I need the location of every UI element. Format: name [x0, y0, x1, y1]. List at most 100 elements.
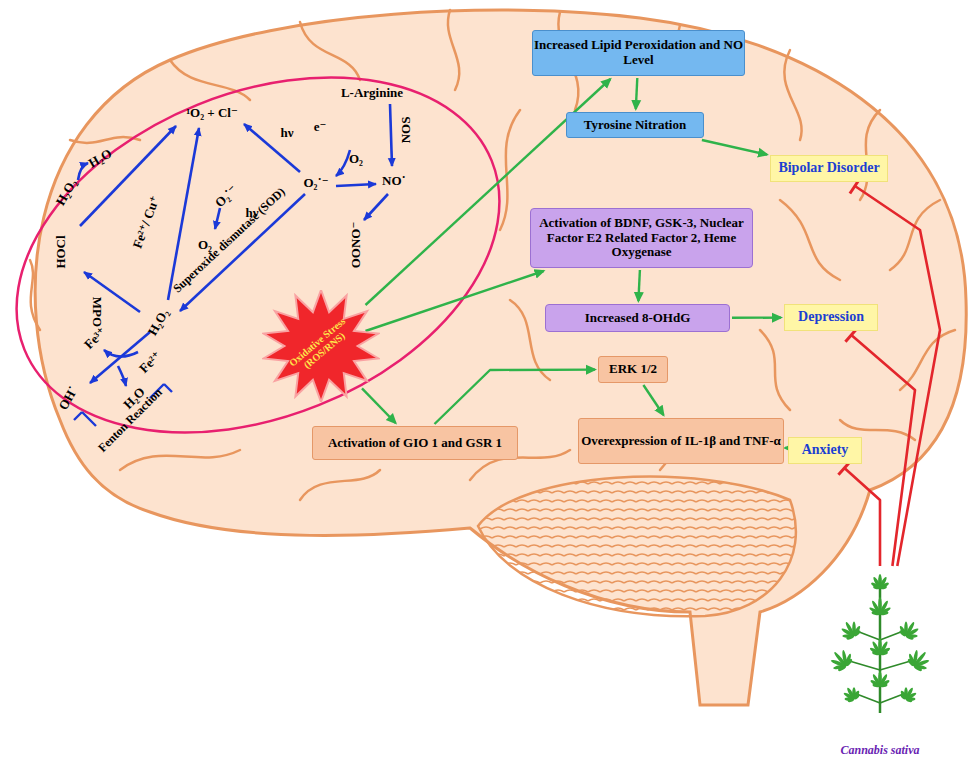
cannabis-plant	[879, 581, 889, 589]
cannabis-plant	[830, 574, 930, 713]
chemistry-label: Fe³⁺	[82, 325, 109, 352]
stress-burst: Oxidative Stress (ROS/RNS)	[262, 290, 380, 402]
cannabis-plant	[824, 568, 936, 718]
cannabis-plant	[870, 581, 880, 589]
chemistry-label: Fe²⁺/ Cu⁺	[131, 194, 162, 250]
plant-figure: Cannabis sativa	[824, 568, 936, 756]
process-box: Increased 8-OHdG	[545, 304, 730, 332]
node-text: Bipolar Disorder	[778, 160, 879, 176]
brain-gyri	[900, 330, 955, 390]
cannabis-plant	[879, 647, 891, 656]
brain-gyri	[30, 260, 40, 330]
chemistry-label: H₂O	[86, 146, 113, 169]
cannabis-plant	[879, 578, 882, 713]
brain-gyri	[780, 200, 840, 280]
reaction-arrows	[80, 126, 176, 226]
node-text: Overexpression of IL-1β and TNF-α	[581, 434, 781, 449]
reaction-arrows	[244, 124, 300, 172]
brain-gyri	[510, 300, 550, 380]
brain-gyri	[784, 50, 801, 140]
chemistry-label: NO˙	[382, 174, 406, 187]
connector-line	[362, 388, 396, 423]
chemistry-label: HOCl	[54, 235, 67, 268]
inhibition-line	[850, 179, 940, 567]
chemistry-label: OH˙	[56, 384, 80, 412]
chemistry-label: L-Arginine	[341, 86, 403, 99]
node-text: Cannabis sativa	[840, 744, 919, 758]
brain-outline	[478, 477, 796, 617]
cannabis-plant	[880, 651, 889, 656]
cannabis-plant	[899, 629, 907, 637]
flow-arrow	[435, 370, 596, 424]
reaction-arrows	[336, 184, 376, 186]
flow-arrow	[643, 385, 663, 415]
reaction-arrows	[336, 150, 350, 176]
connector-line	[702, 140, 767, 155]
brain-gyri	[170, 60, 250, 100]
brain-gyri	[300, 470, 380, 500]
cannabis-plant	[846, 634, 855, 640]
brain-gyri	[120, 450, 240, 470]
cannabis-plant	[879, 679, 890, 688]
cannabis-plant	[872, 651, 881, 656]
flow-arrow	[636, 78, 638, 109]
connector-line	[638, 270, 640, 301]
cannabis-plant	[905, 697, 912, 703]
flow-arrow	[785, 447, 786, 448]
reaction-arrows	[78, 163, 88, 180]
reaction-arrows	[104, 350, 138, 357]
fenton-bracket	[74, 412, 96, 426]
cannabis-plant	[845, 658, 854, 667]
chemistry-label: OONO⁻	[349, 222, 362, 269]
flow-arrow	[366, 271, 544, 331]
cannabis-plant	[837, 664, 847, 672]
chemistry-label: MPO	[91, 297, 104, 327]
reaction-region	[0, 10, 552, 499]
cannabis-plant	[900, 693, 907, 700]
process-box: Activation of BDNF, GSK-3, Nuclear Facto…	[530, 208, 753, 268]
chemistry-label: O₂	[349, 152, 363, 165]
brain-gyri	[448, 10, 459, 90]
chemistry-label: hν	[280, 126, 293, 139]
cannabis-plant	[907, 658, 916, 667]
flow-arrow	[732, 317, 781, 318]
process-box: ERK 1/2	[598, 356, 668, 383]
reaction-arrows	[390, 104, 392, 166]
cannabis-plant	[871, 641, 881, 655]
node-text: Activation of GIO 1 and GSR 1	[328, 436, 502, 451]
cannabis-plant	[900, 690, 908, 700]
chemistry-label: Fe²⁺	[137, 349, 164, 376]
flow-arrow	[702, 140, 767, 155]
connector-line	[732, 316, 781, 319]
brain-gyri	[760, 330, 790, 410]
node-text: Tyrosine Nitration	[584, 118, 686, 133]
chemistry-label: e⁻	[314, 120, 327, 133]
cannabis-plant	[873, 585, 881, 590]
chemistry-label: O₂˙⁻	[212, 182, 239, 209]
process-box: Overexpression of IL-1β and TNF-α	[578, 418, 784, 464]
disorder-label: Bipolar Disorder	[770, 155, 888, 182]
reaction-arrows	[364, 194, 388, 220]
cannabis-plant	[853, 629, 861, 637]
cannabis-plant	[880, 611, 889, 616]
brain-gyri	[30, 10, 955, 500]
chemistry-label: NOS	[399, 117, 412, 144]
chemistry-label: H₂O₂	[145, 307, 170, 338]
cannabis-plant	[879, 606, 891, 615]
disorder-label: Depression	[784, 304, 878, 331]
cannabis-plant	[870, 679, 881, 688]
cannabis-plant	[871, 600, 882, 615]
connector-line	[785, 447, 786, 449]
cannabis-plant	[869, 647, 881, 656]
chemistry-label: H₂O₂	[53, 177, 78, 208]
node-text: Depression	[798, 309, 864, 325]
brain-gyri	[300, 22, 360, 80]
process-box: Activation of GIO 1 and GSR 1	[312, 426, 518, 460]
cannabis-plant	[899, 625, 908, 637]
inhibition-line	[838, 461, 880, 566]
connector-line	[366, 271, 544, 331]
cannabis-plant	[880, 585, 888, 590]
cannabis-plant	[913, 664, 923, 672]
